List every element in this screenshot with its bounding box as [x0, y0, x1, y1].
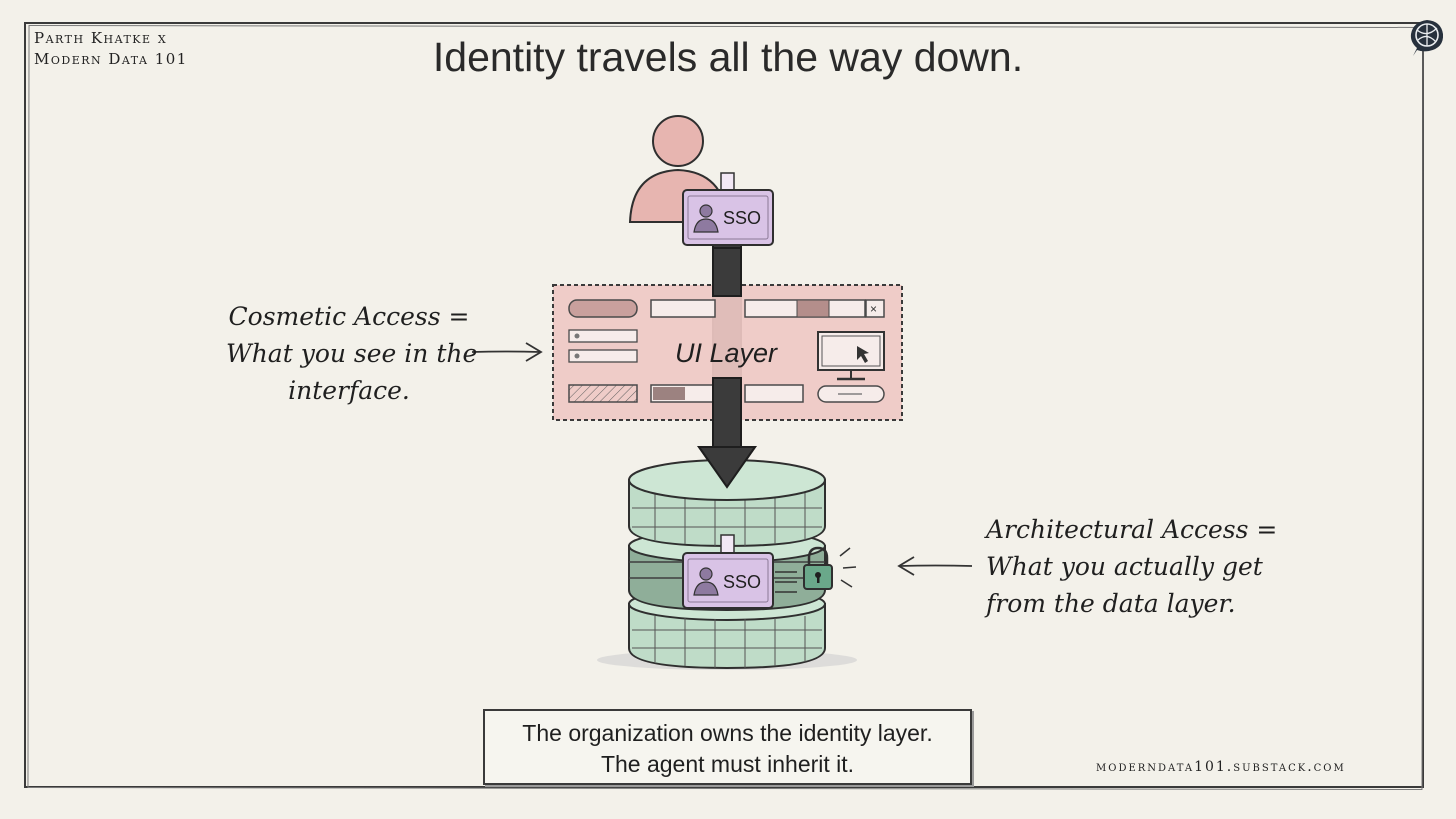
sso-badge-database: SSO — [682, 534, 797, 609]
sso-badge-user: SSO — [682, 172, 774, 246]
cosmetic-access-note: Cosmetic Access = What you see in the in… — [226, 298, 478, 409]
sketch-frame — [24, 22, 1424, 788]
lock-icon — [803, 546, 857, 590]
author-line-1: Parth Khatke x — [34, 29, 168, 47]
footer-url: moderndata101.substack.com — [1096, 759, 1346, 775]
sso-badge-database-label: SSO — [723, 572, 761, 592]
cosmetic-note-line-3: interface. — [288, 376, 410, 405]
page-title: Identity travels all the way down. — [432, 34, 1024, 80]
architectural-note-line-2: What you actually get — [986, 552, 1263, 581]
caption-line-1: The organization owns the identity layer… — [522, 720, 933, 746]
author-credit: Parth Khatke x Modern Data 101 — [34, 28, 188, 70]
architectural-pointer-arrow — [897, 556, 973, 576]
caption-box: The organization owns the identity layer… — [483, 709, 972, 785]
ui-layer-label: UI Layer — [675, 338, 778, 368]
monitor-icon — [817, 331, 885, 381]
svg-text:×: × — [870, 302, 877, 316]
architectural-access-note: Architectural Access = What you actually… — [986, 511, 1277, 622]
modern-data-logo-icon — [1410, 20, 1444, 56]
architectural-note-line-1: Architectural Access = — [986, 515, 1278, 544]
author-line-2: Modern Data 101 — [34, 50, 188, 68]
cosmetic-note-line-2: What you see in the — [226, 339, 478, 368]
architectural-note-line-3: from the data layer. — [986, 589, 1236, 618]
cosmetic-pointer-arrow — [471, 342, 543, 362]
caption-line-2: The agent must inherit it. — [600, 751, 855, 777]
cosmetic-note-line-1: Cosmetic Access = — [228, 302, 470, 331]
sso-badge-user-label: SSO — [723, 208, 761, 228]
